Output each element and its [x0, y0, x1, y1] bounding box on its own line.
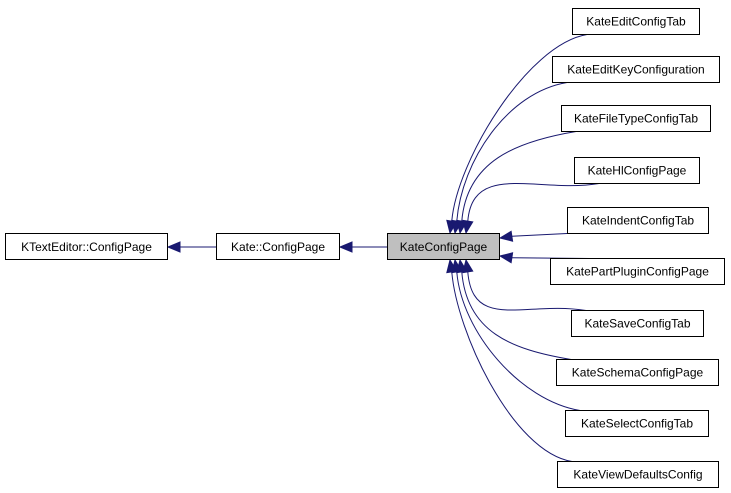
edge-child-to-kateconfigpage: [456, 82, 568, 222]
node-child[interactable]: KateEditKeyConfiguration: [552, 56, 720, 83]
edge-child-to-kateconfigpage: [461, 131, 577, 222]
node-label: KateSelectConfigTab: [581, 417, 693, 431]
node-label: KateFileTypeConfigTab: [574, 112, 698, 126]
child-nodes: KateEditConfigTabKateEditKeyConfiguratio…: [550, 8, 725, 488]
node-child[interactable]: KateEditConfigTab: [572, 8, 700, 35]
node-label: KateEditKeyConfiguration: [567, 63, 704, 77]
node-label: KateEditConfigTab: [586, 15, 686, 29]
node-label: Kate::ConfigPage: [231, 240, 325, 254]
node-label: KTextEditor::ConfigPage: [21, 240, 152, 254]
arrowhead-icon: [338, 241, 353, 253]
edge-child-to-kateconfigpage: [456, 271, 581, 411]
node-child[interactable]: KateHlConfigPage: [574, 157, 700, 184]
arrowhead-icon: [498, 252, 514, 264]
node-child[interactable]: KateSaveConfigTab: [571, 310, 704, 337]
node-child[interactable]: KateSelectConfigTab: [565, 410, 709, 437]
edge-child-to-kateconfigpage: [467, 183, 600, 222]
node-label: KateHlConfigPage: [588, 164, 687, 178]
node-child[interactable]: KateIndentConfigTab: [567, 207, 709, 234]
node-child[interactable]: KateViewDefaultsConfig: [557, 461, 719, 488]
node-label: KatePartPluginConfigPage: [566, 265, 709, 279]
arrowhead-icon: [498, 230, 514, 242]
edge-child-to-kateconfigpage: [451, 34, 588, 222]
node-label: KateViewDefaultsConfig: [573, 468, 702, 482]
edge-child-to-kateconfigpage: [467, 271, 587, 311]
node-label: KateSaveConfigTab: [584, 317, 690, 331]
node-child[interactable]: KateFileTypeConfigTab: [561, 105, 711, 132]
node-label: KateSchemaConfigPage: [572, 366, 704, 380]
node-ktexteditor-configpage[interactable]: KTextEditor::ConfigPage: [5, 233, 168, 260]
edges: [166, 34, 600, 462]
node-child[interactable]: KateSchemaConfigPage: [556, 359, 719, 386]
node-child[interactable]: KatePartPluginConfigPage: [550, 258, 725, 285]
arrowhead-icon: [462, 219, 474, 235]
edge-child-to-kateconfigpage: [511, 233, 568, 237]
node-kate-configpage[interactable]: Kate::ConfigPage: [216, 233, 340, 260]
edge-child-to-kateconfigpage: [451, 271, 573, 462]
node-label: KateIndentConfigTab: [582, 214, 694, 228]
node-label: KateConfigPage: [400, 240, 488, 254]
arrowhead-icon: [166, 241, 181, 253]
node-kateconfigpage-focus[interactable]: KateConfigPage: [387, 233, 500, 260]
edge-child-to-kateconfigpage: [461, 271, 572, 360]
